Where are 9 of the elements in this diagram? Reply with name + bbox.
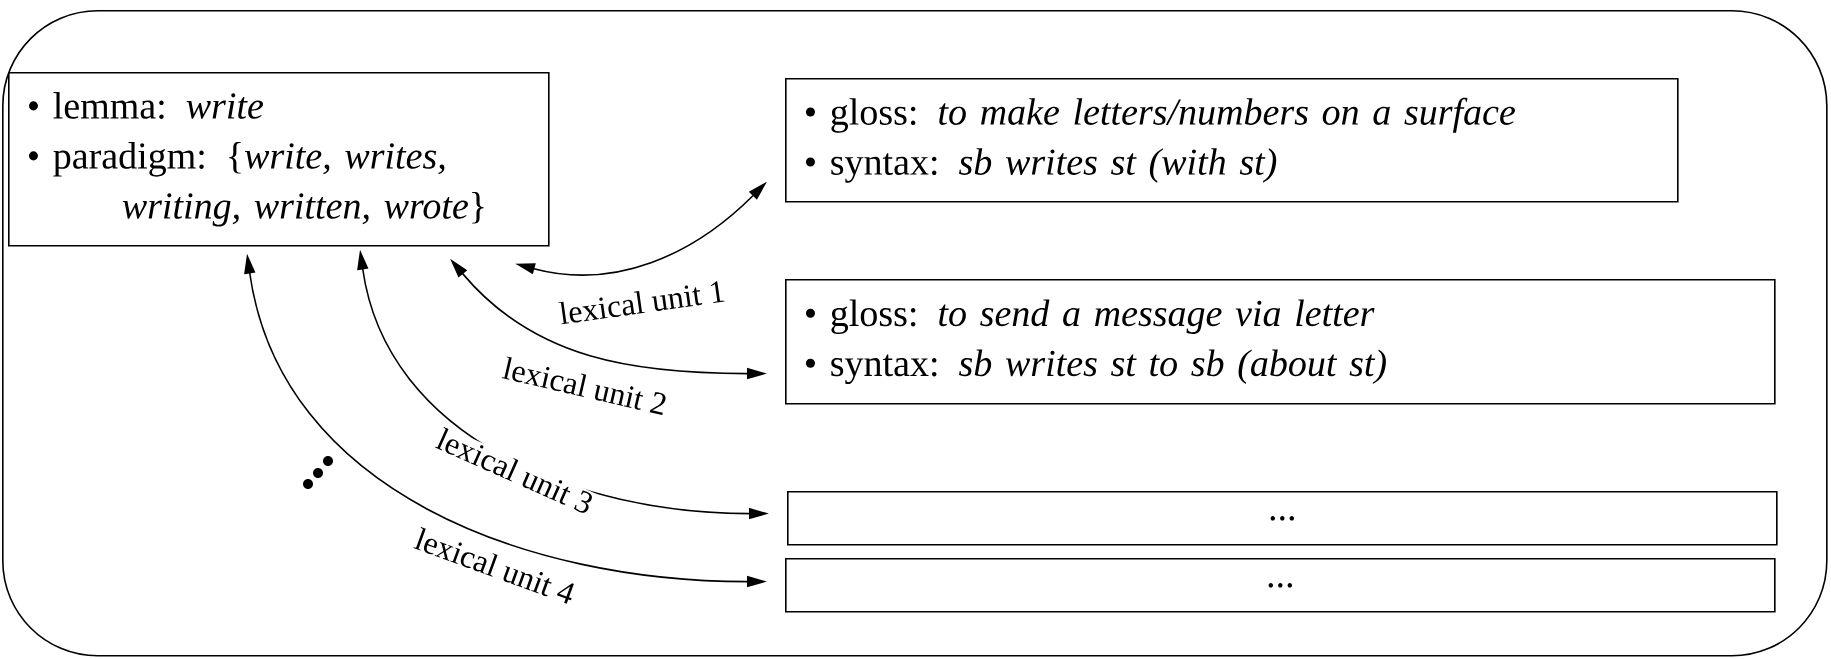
edge-label: lexical unit 1: [556, 278, 728, 326]
edge-label: lexical unit 4: [411, 525, 579, 607]
sense-box: • gloss: to make letters/numbers on a surface • syntax: sb writes st (with st): [785, 78, 1679, 203]
rounded-frame: [2, 10, 1828, 657]
edge-label: lexical unit 2: [499, 355, 671, 417]
sense-box: ...: [785, 558, 1776, 613]
sense-box: ...: [787, 491, 1778, 546]
sense-box: • gloss: to send a message via letter • syntax: sb writes st to sb (about st): [785, 279, 1776, 405]
lemma-box: • lemma: write • paradigm: {write, writes, writing, written, wrote}: [8, 72, 550, 247]
